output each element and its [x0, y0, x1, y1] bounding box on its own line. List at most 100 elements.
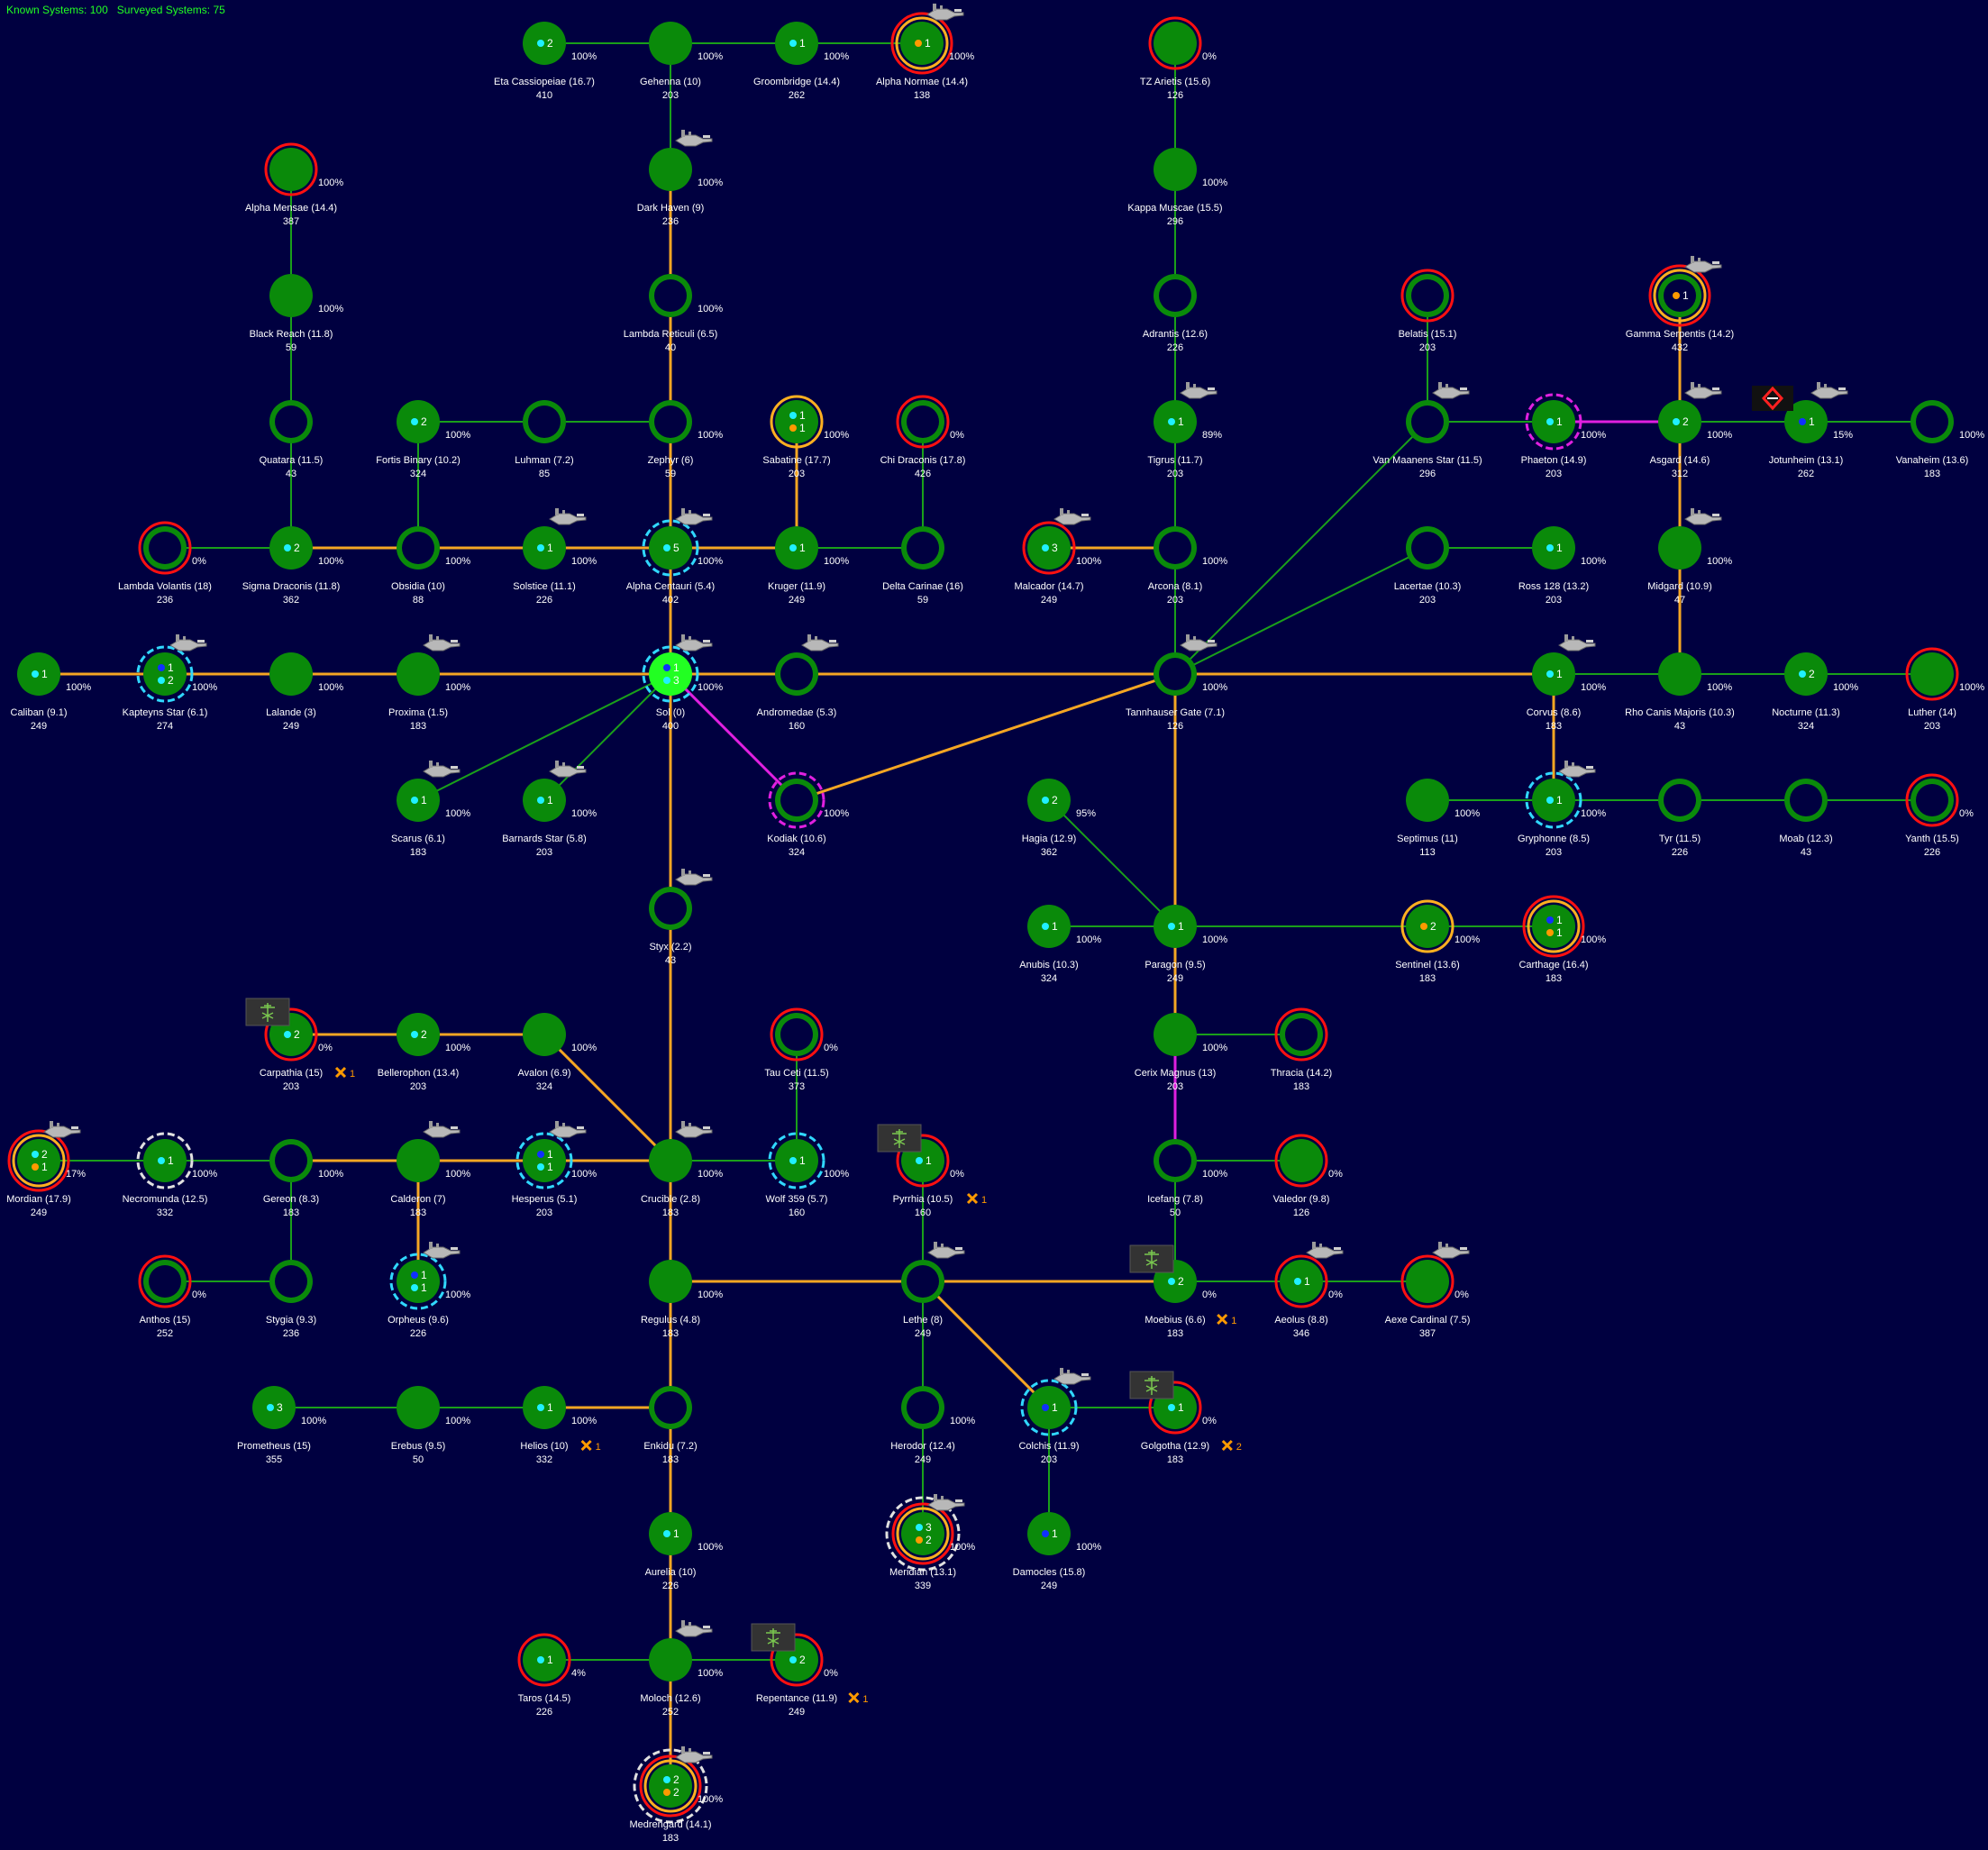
alien-contact-icon[interactable] — [751, 1623, 796, 1652]
system-enkidu[interactable]: Enkidu (7.2)183 — [643, 1386, 698, 1465]
star-body[interactable] — [1280, 1139, 1323, 1182]
system-erebus[interactable]: 100%Erebus (9.5)50 — [391, 1386, 471, 1465]
fleet-ship-icon[interactable] — [43, 1121, 81, 1138]
star-body[interactable] — [1910, 652, 1954, 696]
fleet-ship-icon[interactable] — [423, 634, 461, 652]
alien-contact-icon[interactable] — [1129, 1371, 1174, 1399]
fleet-ship-icon[interactable] — [1432, 1242, 1470, 1259]
star-body[interactable] — [397, 1139, 440, 1182]
star-body[interactable] — [269, 148, 313, 191]
system-luther[interactable]: 100%Luther (14)203 — [1905, 647, 1984, 732]
danger-x-icon[interactable]: 2 — [1221, 1439, 1242, 1453]
fleet-ship-icon[interactable] — [801, 634, 839, 652]
fleet-ship-icon[interactable] — [1684, 508, 1722, 525]
star-body[interactable] — [1658, 652, 1701, 696]
danger-x-icon[interactable]: 1 — [848, 1691, 869, 1705]
fleet-ship-icon[interactable] — [675, 1746, 713, 1763]
system-tigrus[interactable]: 189%Tigrus (11.7)203 — [1147, 382, 1222, 479]
system-cerix-magnus[interactable]: 100%Cerix Magnus (13)203 — [1135, 1013, 1228, 1092]
star-body[interactable] — [649, 652, 692, 696]
star-body[interactable] — [17, 1139, 60, 1182]
system-moloch[interactable]: 100%Moloch (12.6)252 — [640, 1620, 723, 1718]
star-body[interactable] — [397, 1260, 440, 1303]
system-tannhauser-gate[interactable]: 100%Tannhauser Gate (7.1)126 — [1126, 634, 1227, 732]
system-delta-carinae[interactable]: Delta Carinae (16)59 — [882, 526, 963, 606]
system-thracia[interactable]: Thracia (14.2)183 — [1271, 1007, 1332, 1092]
star-body[interactable] — [269, 652, 313, 696]
star-body[interactable] — [397, 652, 440, 696]
system-adrantis[interactable]: Adrantis (12.6)226 — [1143, 274, 1208, 353]
fleet-ship-icon[interactable] — [1558, 761, 1596, 778]
danger-x-icon[interactable]: 1 — [334, 1066, 355, 1080]
system-lacertae[interactable]: Lacertae (10.3)203 — [1394, 526, 1462, 606]
fleet-ship-icon[interactable] — [1053, 1368, 1091, 1385]
system-lambda-reticuli[interactable]: 100%Lambda Reticuli (6.5)40 — [624, 274, 724, 353]
star-body[interactable] — [1154, 22, 1197, 65]
system-kodiak[interactable]: 100%Kodiak (10.6)324 — [767, 771, 849, 858]
system-taros[interactable]: 14%Taros (14.5)226 — [517, 1633, 586, 1718]
system-kappa-muscae[interactable]: 100%Kappa Muscae (15.5)296 — [1127, 148, 1227, 227]
fleet-ship-icon[interactable] — [423, 1121, 461, 1138]
system-luhman[interactable]: Luhman (7.2)85 — [515, 400, 574, 479]
star-body[interactable] — [523, 1139, 566, 1182]
system-alpha-mensae[interactable]: 100%Alpha Mensae (14.4)387 — [245, 142, 343, 227]
system-gereon[interactable]: 100%Gereon (8.3)183 — [263, 1139, 344, 1218]
system-lambda-volantis[interactable]: 0%Lambda Volantis (18)236 — [118, 521, 212, 606]
system-dark-haven[interactable]: 100%Dark Haven (9)236 — [637, 130, 724, 227]
system-obsidia[interactable]: 100%Obsidia (10)88 — [391, 526, 470, 606]
system-avalon[interactable]: 100%Avalon (6.9)324 — [517, 1013, 597, 1092]
fleet-ship-icon[interactable] — [675, 869, 713, 886]
system-icefang[interactable]: 100%Icefang (7.8)50 — [1147, 1139, 1227, 1218]
alien-contact-icon[interactable] — [877, 1124, 922, 1153]
system-jotunheim[interactable]: 115%Jotunheim (13.1)262 — [1752, 382, 1853, 479]
star-body[interactable] — [649, 1638, 692, 1681]
star-body[interactable] — [397, 1386, 440, 1429]
system-tau-ceti[interactable]: 0%Tau Ceti (11.5)373 — [764, 1007, 838, 1092]
fleet-ship-icon[interactable] — [675, 508, 713, 525]
system-lethe[interactable]: Lethe (8)249 — [901, 1242, 965, 1339]
fleet-ship-icon[interactable] — [927, 1242, 965, 1259]
star-body[interactable] — [1154, 148, 1197, 191]
system-aeolus[interactable]: 10%Aeolus (8.8)346 — [1274, 1242, 1344, 1339]
system-anthos[interactable]: 0%Anthos (15)252 — [138, 1254, 207, 1339]
star-body[interactable] — [649, 22, 692, 65]
fleet-ship-icon[interactable] — [1180, 634, 1217, 652]
star-body[interactable] — [649, 148, 692, 191]
fleet-ship-icon[interactable] — [1810, 382, 1848, 399]
fleet-ship-icon[interactable] — [926, 4, 964, 21]
star-body[interactable] — [1406, 779, 1449, 822]
fleet-ship-icon[interactable] — [549, 508, 587, 525]
system-tyr[interactable]: Tyr (11.5)226 — [1658, 779, 1701, 858]
fleet-ship-icon[interactable] — [549, 1121, 587, 1138]
fleet-ship-icon[interactable] — [927, 1494, 965, 1511]
system-zephyr[interactable]: 100%Zephyr (6)59 — [648, 400, 724, 479]
star-body[interactable] — [1154, 1013, 1197, 1056]
danger-x-icon[interactable]: 1 — [966, 1192, 987, 1206]
star-body[interactable] — [649, 1260, 692, 1303]
system-andromedae[interactable]: Andromedae (5.3)160 — [757, 634, 839, 732]
